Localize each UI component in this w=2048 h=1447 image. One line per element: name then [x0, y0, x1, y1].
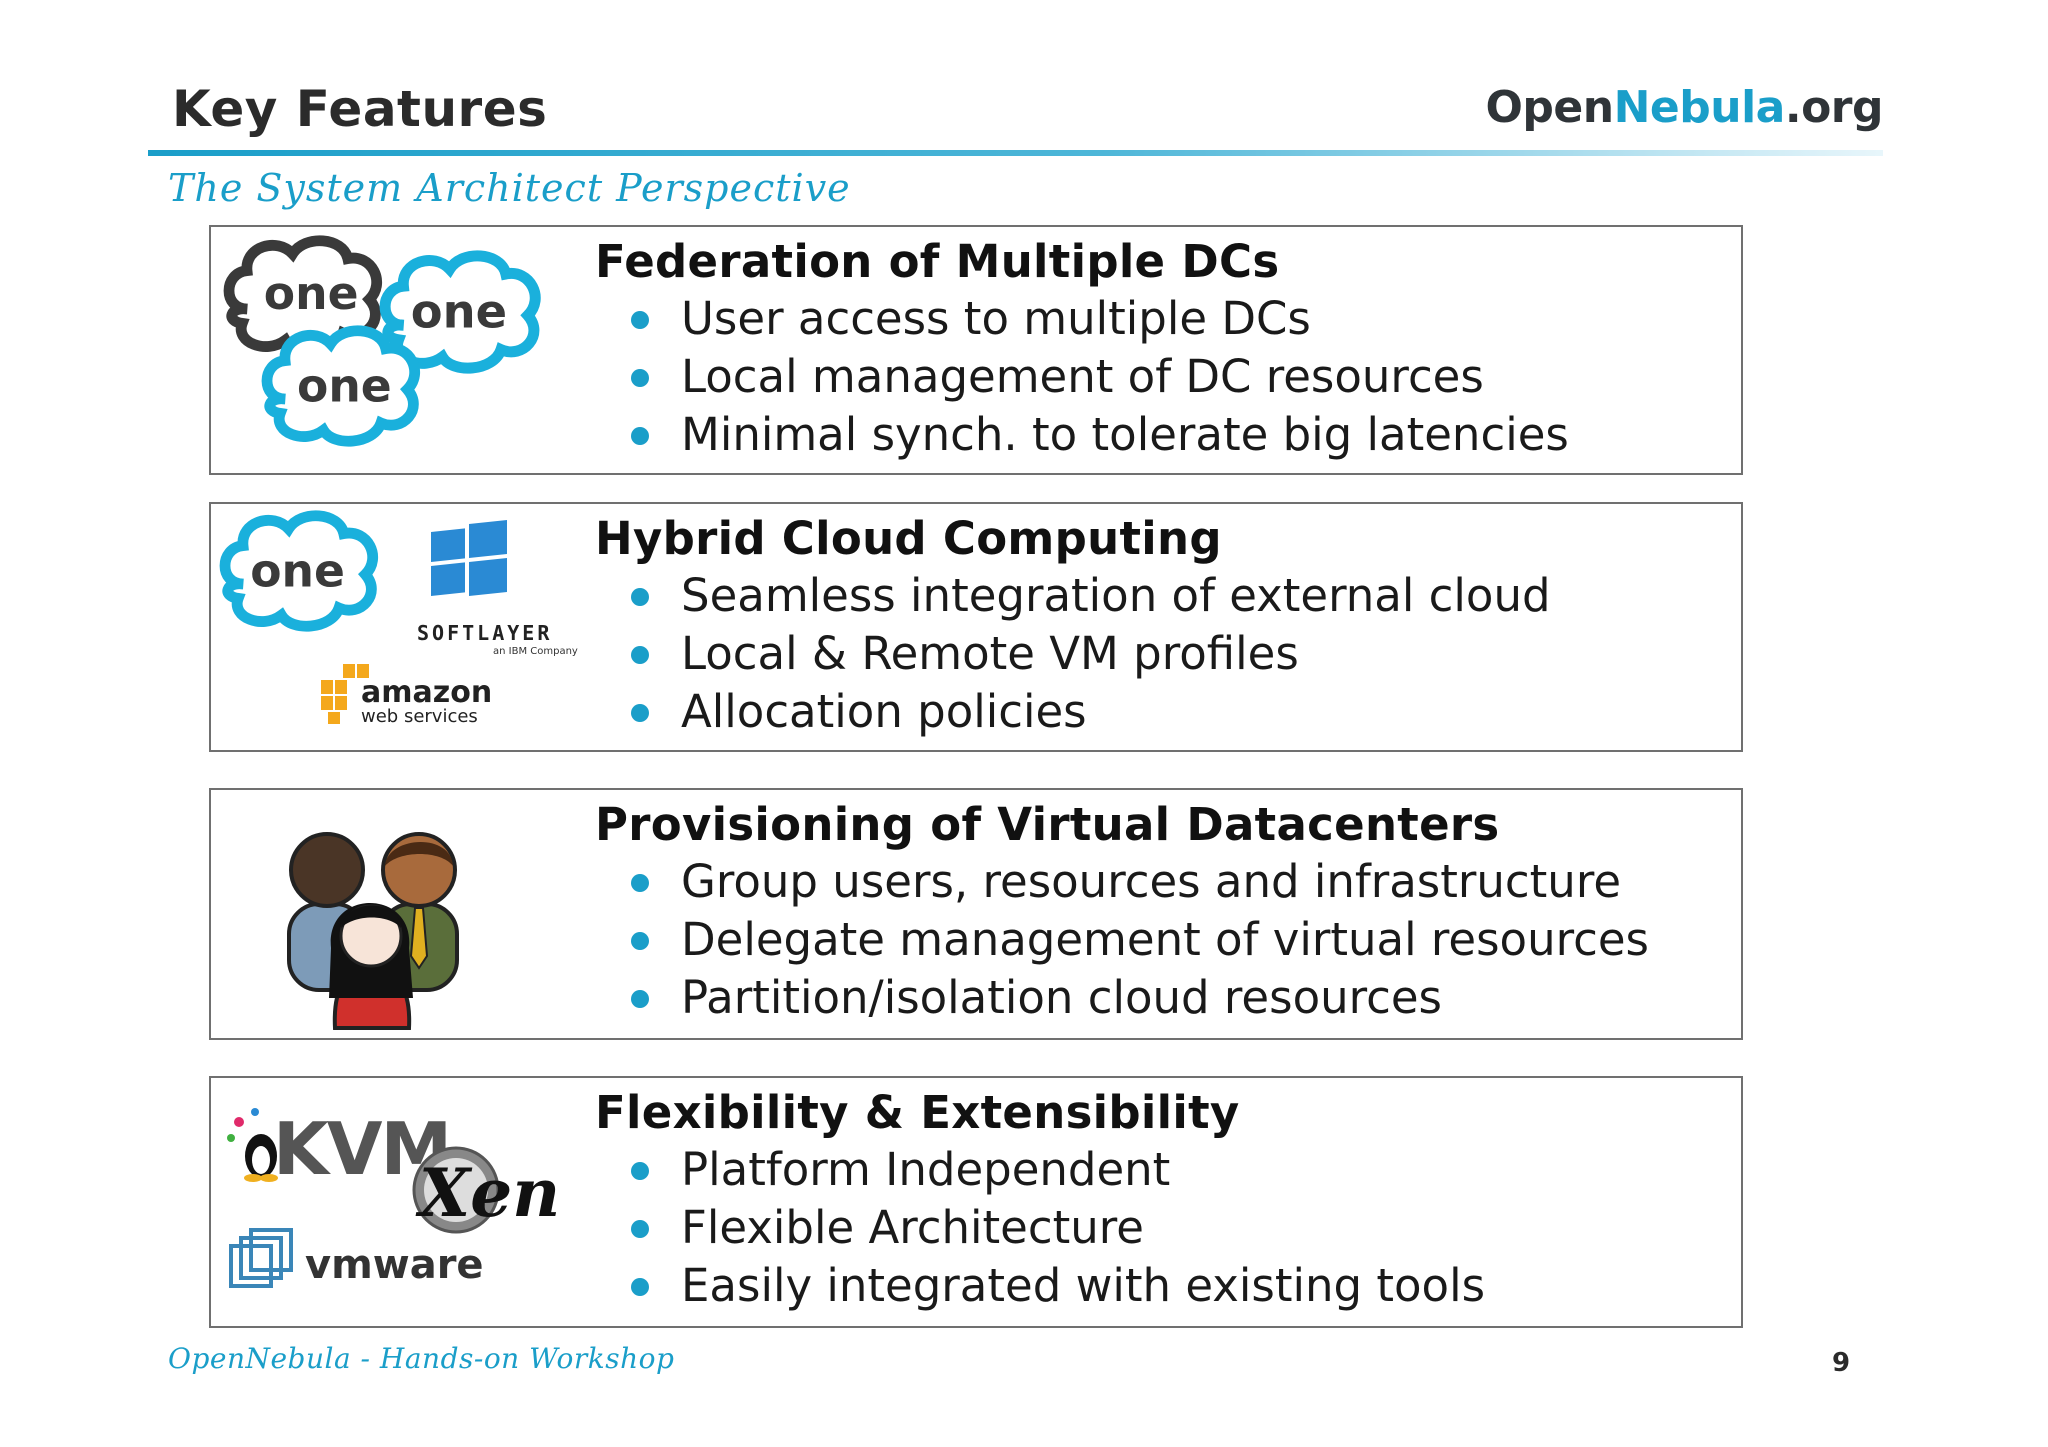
bullet-text: Allocation policies: [681, 685, 1087, 738]
xen-logo: Xen: [412, 1146, 560, 1234]
bullet-item: Minimal synch. to tolerate big latencies: [595, 406, 1721, 464]
hypervisor-logos: KVM Xen vmware: [227, 1107, 560, 1288]
bullet-item: Allocation policies: [595, 683, 1721, 741]
cloud-label-1: one: [264, 267, 359, 320]
bullet-item: Local management of DC resources: [595, 348, 1721, 406]
brand-nebula: Nebula: [1613, 82, 1786, 133]
brand-org: .org: [1784, 82, 1884, 133]
feature-box-hybrid: one SOFTLAYER an IBM Company: [209, 502, 1743, 752]
bullet-list: User access to multiple DCs Local manage…: [595, 290, 1721, 464]
content-federation: Federation of Multiple DCs User access t…: [595, 235, 1721, 464]
bullet-dot-icon: [631, 1220, 649, 1238]
cloud-label-2: one: [411, 285, 507, 339]
bullet-item: Delegate management of virtual resources: [595, 911, 1721, 969]
footer-text: OpenNebula - Hands-on Workshop: [168, 1342, 675, 1375]
content-vdc: Provisioning of Virtual Datacenters Grou…: [595, 798, 1721, 1027]
bullet-dot-icon: [631, 369, 649, 387]
bullet-text: Local management of DC resources: [681, 350, 1484, 403]
page-title: Key Features: [172, 80, 548, 138]
users-group-icon: [287, 832, 459, 1030]
bullet-text: Flexible Architecture: [681, 1201, 1144, 1254]
bullet-text: User access to multiple DCs: [681, 292, 1311, 345]
section-heading: Federation of Multiple DCs: [595, 235, 1280, 288]
bullet-dot-icon: [631, 311, 649, 329]
cloud-logo-icon: one one one: [211, 227, 591, 475]
cloud-label-3: one: [297, 359, 392, 412]
bullet-item: Partition/isolation cloud resources: [595, 969, 1721, 1027]
bullet-item: Easily integrated with existing tools: [595, 1257, 1721, 1315]
bullet-text: Group users, resources and infrastructur…: [681, 855, 1622, 908]
brand-open: Open: [1485, 82, 1615, 133]
bullet-text: Platform Independent: [681, 1143, 1171, 1196]
bullet-dot-icon: [631, 932, 649, 950]
bullet-text: Easily integrated with existing tools: [681, 1259, 1486, 1312]
bullet-dot-icon: [631, 588, 649, 606]
bullet-dot-icon: [631, 1278, 649, 1296]
logo-area-vdc: [211, 790, 591, 1038]
bullet-text: Minimal synch. to tolerate big latencies: [681, 408, 1569, 461]
cloud-logo-icon: one: [219, 510, 378, 632]
feature-box-federation: one one one Federation of Multiple DCs U…: [209, 225, 1743, 475]
content-hybrid: Hybrid Cloud Computing Seamless integrat…: [595, 512, 1721, 741]
aws-tagline: web services: [361, 706, 478, 727]
hybrid-logos: one SOFTLAYER an IBM Company: [219, 510, 578, 727]
xen-logo-text: Xen: [415, 1154, 560, 1232]
bullet-list: Group users, resources and infrastructur…: [595, 853, 1721, 1027]
bullet-dot-icon: [631, 1162, 649, 1180]
vmware-logo: vmware: [305, 1242, 484, 1288]
bullet-dot-icon: [631, 704, 649, 722]
header-rule: [148, 150, 1883, 156]
bullet-list: Platform Independent Flexible Architectu…: [595, 1141, 1721, 1315]
feature-box-flexibility: KVM Xen vmware Flexibility & Extensibili…: [209, 1076, 1743, 1328]
bullet-dot-icon: [631, 427, 649, 445]
bullet-item: Platform Independent: [595, 1141, 1721, 1199]
bullet-dot-icon: [631, 874, 649, 892]
bullet-item: User access to multiple DCs: [595, 290, 1721, 348]
subtitle: The System Architect Perspective: [168, 166, 851, 210]
softlayer-logo: SOFTLAYER: [417, 621, 552, 645]
bullet-item: Flexible Architecture: [595, 1199, 1721, 1257]
bullet-text: Delegate management of virtual resources: [681, 913, 1649, 966]
windows-logo-icon: [431, 520, 507, 597]
section-heading: Flexibility & Extensibility: [595, 1086, 1240, 1139]
brand-logo: OpenNebula.org: [1485, 82, 1884, 133]
bullet-dot-icon: [631, 990, 649, 1008]
aws-cubes-icon: [321, 664, 369, 724]
amazon-logo: amazon: [361, 675, 492, 710]
logo-area-hybrid: one SOFTLAYER an IBM Company: [211, 504, 591, 750]
bullet-item: Group users, resources and infrastructur…: [595, 853, 1721, 911]
bullet-item: Local & Remote VM profiles: [595, 625, 1721, 683]
bullet-text: Seamless integration of external cloud: [681, 569, 1551, 622]
page-number: 9: [1832, 1348, 1851, 1378]
cloud-label-hybrid: one: [250, 544, 345, 597]
section-heading: Hybrid Cloud Computing: [595, 512, 1222, 565]
tux-penguin-icon: [227, 1108, 278, 1182]
bullet-list: Seamless integration of external cloud L…: [595, 567, 1721, 741]
bullet-dot-icon: [631, 646, 649, 664]
bullet-text: Local & Remote VM profiles: [681, 627, 1299, 680]
logo-area-flexibility: KVM Xen vmware: [211, 1078, 591, 1326]
bullet-item: Seamless integration of external cloud: [595, 567, 1721, 625]
content-flexibility: Flexibility & Extensibility Platform Ind…: [595, 1086, 1721, 1315]
bullet-text: Partition/isolation cloud resources: [681, 971, 1443, 1024]
feature-box-vdc: Provisioning of Virtual Datacenters Grou…: [209, 788, 1743, 1040]
section-heading: Provisioning of Virtual Datacenters: [595, 798, 1500, 851]
logo-area-federation: one one one: [211, 227, 591, 473]
vmware-boxes-icon: [229, 1228, 293, 1288]
softlayer-tagline: an IBM Company: [493, 646, 578, 657]
